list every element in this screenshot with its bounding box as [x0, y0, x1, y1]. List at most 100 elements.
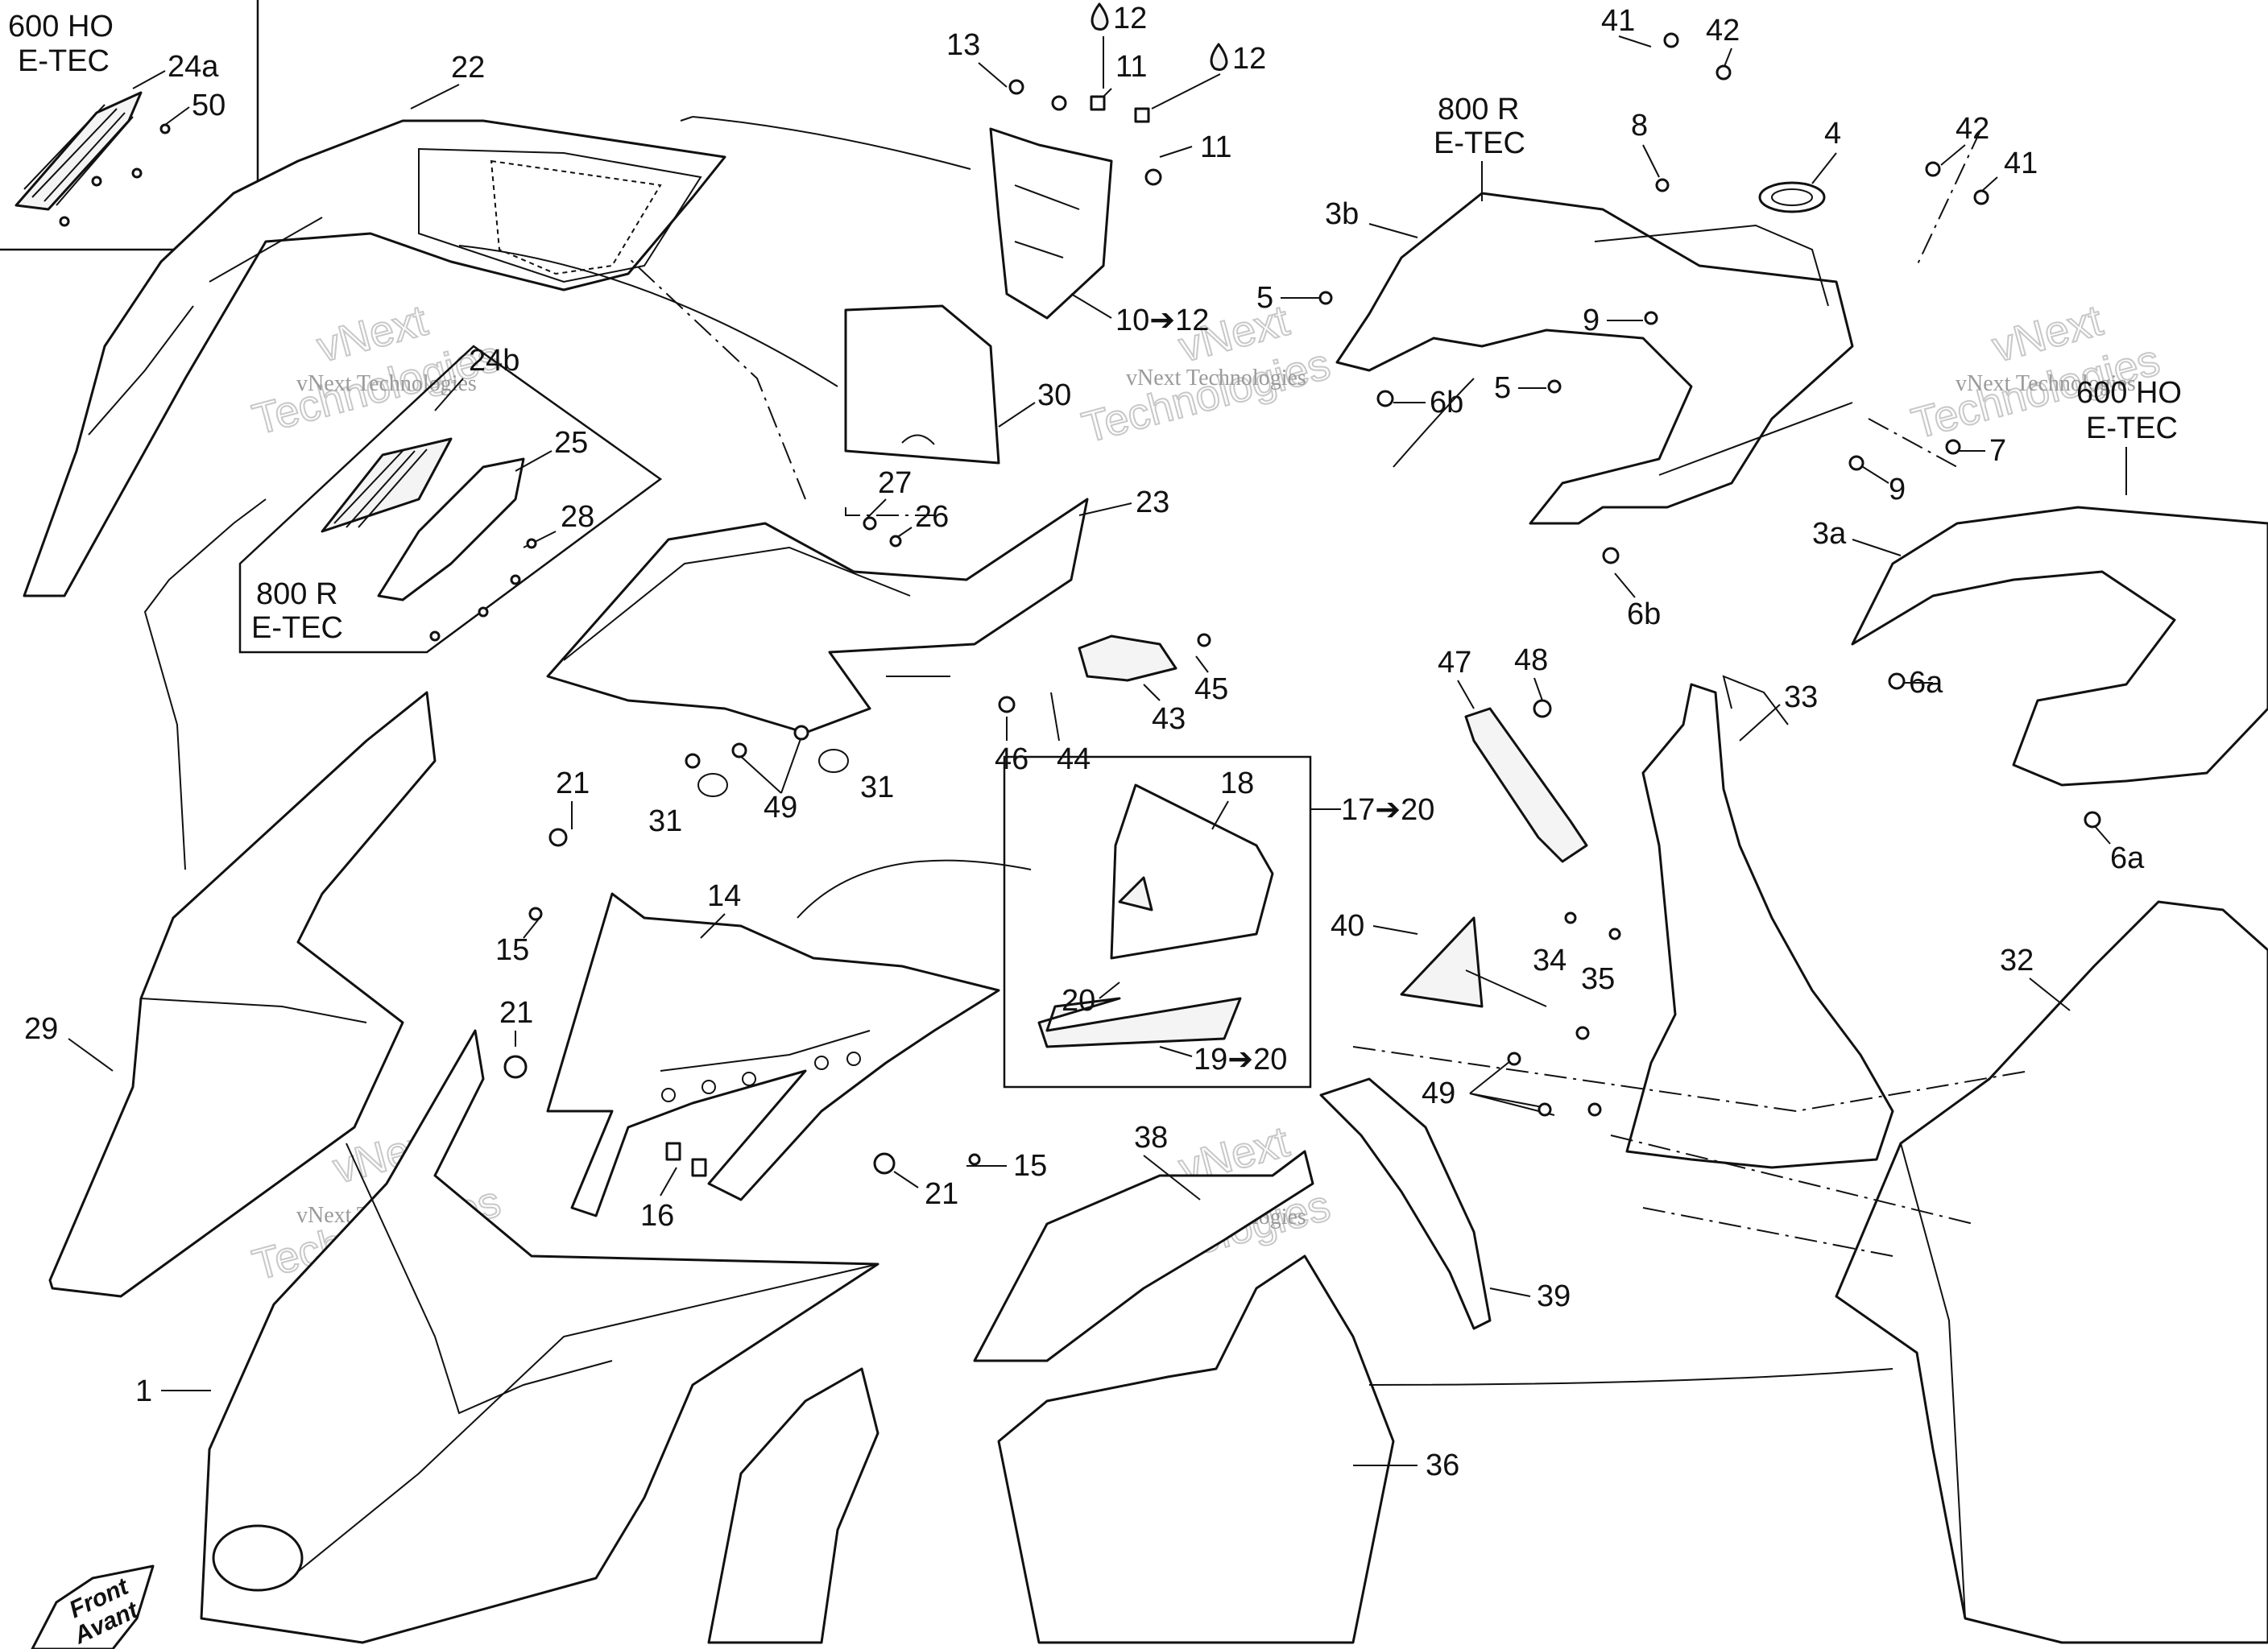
- callout-41b: 41: [2004, 147, 2038, 180]
- callout-11a: 11: [1115, 50, 1147, 84]
- part-22-upper-side-panel: [23, 119, 726, 597]
- callout-3a: 3a: [1812, 517, 1847, 551]
- callout-18: 18: [1220, 767, 1254, 800]
- callout-42a: 42: [1706, 14, 1740, 48]
- part-30-shield: [844, 304, 1000, 465]
- callout-5b: 5: [1494, 371, 1511, 405]
- callout-45: 45: [1194, 672, 1228, 706]
- callout-12b: 12: [1232, 42, 1266, 76]
- part-40-wedge: [1400, 916, 1484, 1008]
- callout-14: 14: [707, 879, 741, 913]
- callout-17-20: 17➔20: [1341, 793, 1434, 827]
- leader-lines: [143, 116, 2030, 1386]
- callout-9b: 9: [1889, 473, 1906, 506]
- callouts: 1 3a 3b 4 5 5 6a 6a 6b 6b 7 8 9 9 10➔12 …: [24, 2, 2145, 1482]
- callout-39: 39: [1537, 1279, 1571, 1313]
- callout-9a: 9: [1583, 304, 1600, 337]
- callout-50: 50: [192, 89, 226, 122]
- watermark-small-2: vNext Technologies: [1126, 366, 1306, 391]
- variant-etec-tank: E-TEC: [1434, 126, 1525, 160]
- callout-29: 29: [24, 1012, 58, 1046]
- callout-20: 20: [1062, 984, 1095, 1018]
- callout-15a: 15: [495, 933, 529, 967]
- callout-40: 40: [1331, 909, 1364, 943]
- callout-31a: 31: [648, 804, 682, 838]
- part-39-strip: [1319, 1077, 1492, 1330]
- callout-49b: 49: [1422, 1077, 1455, 1110]
- part-25-bracket: [377, 457, 525, 601]
- callout-30: 30: [1037, 378, 1071, 412]
- callout-10-12: 10➔12: [1115, 304, 1209, 337]
- part-32-right-panel: [1835, 900, 2268, 1644]
- callout-24a: 24a: [168, 50, 219, 84]
- variant-etec-top-left: E-TEC: [18, 44, 110, 78]
- callout-5a: 5: [1256, 281, 1273, 315]
- callout-42b: 42: [1956, 112, 1989, 146]
- callout-49a: 49: [764, 791, 797, 824]
- callout-47: 47: [1438, 646, 1471, 680]
- callout-35: 35: [1581, 962, 1615, 996]
- variant-800r-tank: 800 R: [1438, 93, 1519, 126]
- watermark-small-1: vNext Technologies: [296, 371, 477, 396]
- variant-box-mid-left: [238, 345, 663, 654]
- callout-44: 44: [1057, 742, 1091, 776]
- callout-6b-2: 6b: [1627, 597, 1661, 631]
- callout-12a: 12: [1113, 2, 1147, 35]
- callout-21c: 21: [925, 1177, 958, 1211]
- part-29-side-trim: [48, 691, 437, 1298]
- callout-31b: 31: [860, 771, 894, 804]
- callout-13: 13: [946, 28, 980, 62]
- variant-etec-right: E-TEC: [2086, 411, 2178, 445]
- callout-24b: 24b: [469, 344, 519, 378]
- callout-25: 25: [554, 426, 588, 460]
- callout-48: 48: [1514, 643, 1548, 677]
- callout-28: 28: [561, 500, 594, 534]
- callout-7: 7: [1989, 434, 2006, 468]
- callout-43: 43: [1152, 702, 1186, 736]
- part-37-lower-left-panel: [707, 1367, 879, 1644]
- variant-labels: 600 HO E-TEC 800 R E-TEC 800 R E-TEC 600…: [8, 10, 2182, 645]
- part-24a-grille: [14, 91, 143, 211]
- part-1-front-hood: [200, 1029, 879, 1644]
- callout-19-20: 19➔20: [1194, 1043, 1287, 1077]
- callout-11b: 11: [1200, 130, 1231, 164]
- part-47-strap: [1464, 707, 1588, 863]
- callout-22: 22: [451, 51, 485, 85]
- callout-1: 1: [135, 1374, 152, 1408]
- callout-26: 26: [915, 500, 949, 534]
- part-18-headlight-lens: [1037, 783, 1274, 1048]
- part-43-clip: [1078, 634, 1177, 682]
- part-33-frame-piece: [1625, 675, 1894, 1169]
- callout-15b: 15: [1013, 1149, 1047, 1183]
- part-14-headlight-bracket: [546, 892, 1000, 1217]
- callout-23: 23: [1136, 486, 1169, 519]
- callout-38: 38: [1134, 1121, 1168, 1155]
- callout-41a: 41: [1601, 4, 1635, 38]
- variant-800r-mid-left: 800 R: [256, 577, 337, 611]
- callout-16: 16: [640, 1199, 674, 1233]
- watermark-small-3: vNext Technologies: [1956, 371, 2136, 396]
- variant-etec-mid-left: E-TEC: [251, 611, 343, 645]
- part-23-lower-frame: [546, 498, 1089, 734]
- part-10-12-bracket: [989, 127, 1113, 320]
- part-36-lower-panel: [997, 1254, 1395, 1644]
- variant-600ho-top-left: 600 HO: [8, 10, 114, 43]
- hardware: [59, 32, 2101, 1177]
- part-24b-grille: [321, 437, 453, 533]
- variant-600ho-right: 600 HO: [2076, 376, 2182, 410]
- callout-8: 8: [1631, 109, 1648, 143]
- callout-32: 32: [2000, 944, 2034, 977]
- part-3a-side-panel: [1851, 506, 2268, 787]
- callout-6b-1: 6b: [1430, 386, 1463, 419]
- variant-box-headlight: [1003, 755, 1341, 1089]
- callout-46: 46: [995, 742, 1028, 776]
- callout-27: 27: [878, 466, 912, 500]
- callout-34: 34: [1533, 944, 1566, 977]
- front-direction-badge: Front Avant: [31, 1564, 155, 1649]
- part-3b-side-panel: [1335, 192, 1854, 525]
- callout-36: 36: [1426, 1449, 1459, 1482]
- callout-4: 4: [1824, 117, 1841, 151]
- callout-3b: 3b: [1325, 197, 1359, 231]
- callout-21a: 21: [556, 767, 590, 800]
